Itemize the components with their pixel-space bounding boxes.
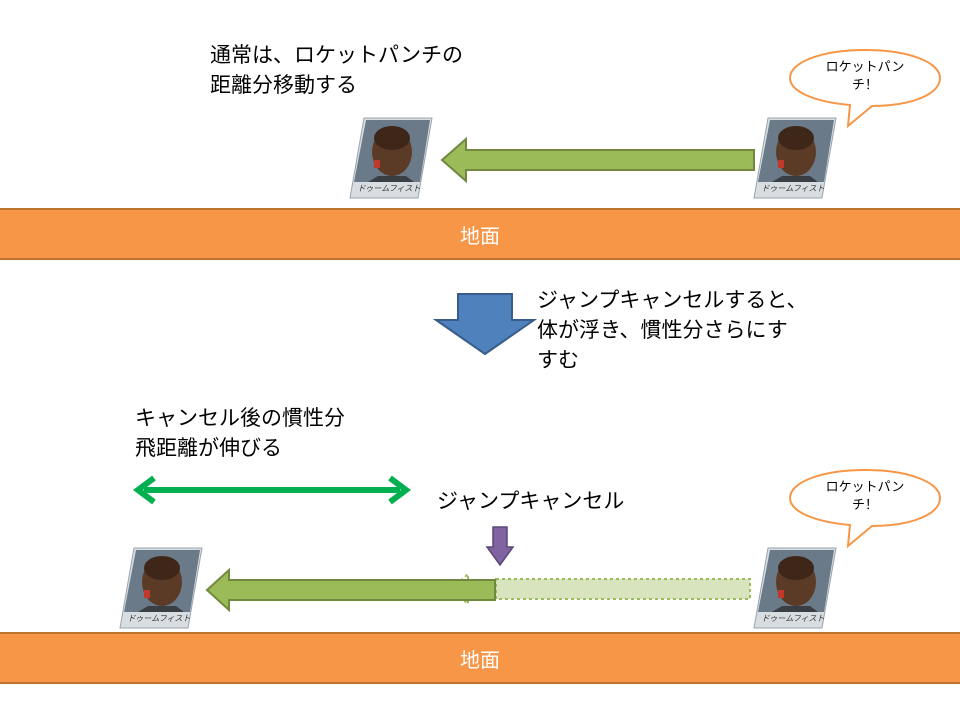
transition-down-arrow	[432, 292, 538, 356]
top-caption: 通常は、ロケットパンチの 距離分移動する	[210, 40, 463, 100]
character-portrait-top-left: ドゥームフィスト	[348, 116, 434, 200]
bottom-ground: 地面	[0, 632, 960, 684]
top-bubble-line2: チ！	[851, 78, 878, 93]
bottom-bubble-line1: ロケットパン	[825, 480, 905, 495]
top-speech-bubble: ロケットパン チ！	[788, 48, 942, 128]
inertia-caption-line2: 飛距離が伸びる	[135, 436, 282, 460]
top-caption-line2: 距離分移動する	[210, 73, 357, 97]
top-ground-label: 地面	[460, 223, 500, 248]
middle-caption-line3: すむ	[537, 348, 579, 372]
portrait-card-label: ドゥームフィスト	[357, 184, 421, 193]
top-ground: 地面	[0, 208, 960, 260]
top-movement-arrow	[440, 137, 758, 183]
jump-cancel-pointer-arrow	[485, 525, 515, 569]
middle-caption-line1: ジャンプキャンセルすると、	[537, 288, 808, 312]
bottom-movement-arrow	[205, 568, 499, 612]
portrait-card-label: ドゥームフィスト	[761, 184, 825, 193]
middle-caption-line2: 体が浮き、慣性分さらにす	[537, 318, 788, 342]
bottom-ground-label: 地面	[460, 647, 500, 672]
character-portrait-bottom-right: ドゥームフィスト	[752, 546, 838, 630]
top-caption-line1: 通常は、ロケットパンチの	[210, 43, 464, 67]
inertia-distance-arrow	[130, 472, 414, 508]
character-portrait-top-right: ドゥームフィスト	[752, 116, 838, 200]
portrait-card-label: ドゥームフィスト	[761, 614, 825, 623]
portrait-card-label: ドゥームフィスト	[127, 614, 191, 623]
inertia-caption-line1: キャンセル後の慣性分	[135, 406, 345, 430]
top-bubble-line1: ロケットパン	[825, 60, 905, 75]
bottom-speech-bubble: ロケットパン チ！	[788, 468, 942, 548]
middle-caption: ジャンプキャンセルすると、 体が浮き、慣性分さらにす すむ	[537, 285, 807, 375]
jump-cancel-label: ジャンプキャンセル	[437, 489, 625, 513]
inertia-caption: キャンセル後の慣性分 飛距離が伸びる	[135, 403, 345, 463]
character-portrait-bottom-left: ドゥームフィスト	[118, 546, 204, 630]
bottom-bubble-line2: チ！	[851, 498, 878, 513]
